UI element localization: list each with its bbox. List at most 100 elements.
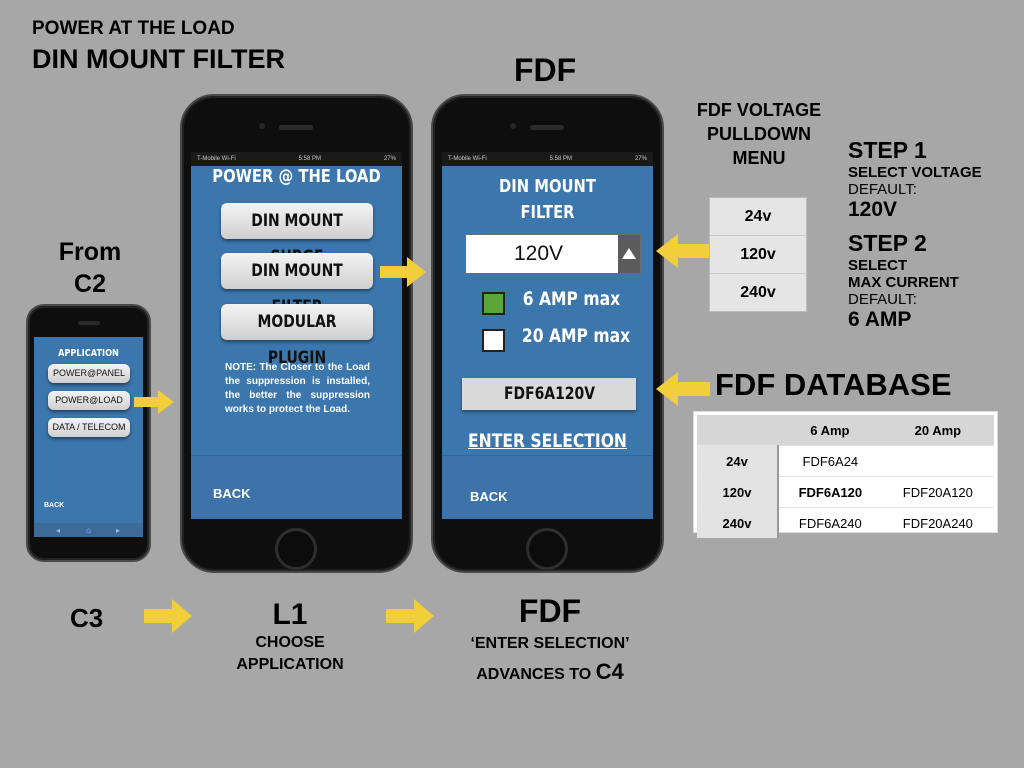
label-choose: CHOOSE: [255, 634, 325, 651]
table-row: 24v FDF6A24: [697, 445, 994, 477]
steps-panel: STEP 1 SELECT VOLTAGE DEFAULT: 120V STEP…: [848, 137, 1018, 332]
page-title-line2: FILTER: [520, 202, 575, 223]
table-cell: FDF6A24: [778, 445, 882, 477]
label-fdf: FDF: [518, 593, 582, 629]
speaker: [530, 125, 564, 130]
home-button[interactable]: [526, 528, 568, 570]
step2-desc-line1: SELECT: [848, 257, 908, 274]
status-time: 5:58 PM: [549, 156, 572, 162]
step2-desc-line2: MAX CURRENT: [848, 274, 959, 291]
label-advances-prefix: ADVANCES TO: [476, 666, 592, 683]
bottom-nav-bar: ◂ ⌂ ▸: [34, 523, 143, 537]
small-phone-screen: APPLICATION POWER@PANEL POWER@LOAD DATA …: [34, 337, 143, 523]
step1-heading: STEP 1: [848, 137, 927, 163]
page-title-line1: DIN MOUNT: [499, 176, 596, 197]
dropdown-arrow-icon[interactable]: [618, 235, 640, 273]
from-label-line2: C2: [74, 270, 106, 298]
arrow-right-icon: [134, 390, 174, 414]
label-advances-to: ADVANCES TO C4: [440, 658, 660, 689]
arrow-left-icon: [656, 372, 710, 406]
right-phone: T-Mobile Wi-Fi 5:58 PM 27% DIN MOUNT FIL…: [431, 94, 664, 573]
heading-din-mount-filter: DIN MOUNT FILTER: [32, 44, 285, 74]
battery-label: 27%: [634, 156, 647, 162]
carrier-label: T-Mobile Wi-Fi: [197, 156, 236, 162]
table-cell: FDF20A120: [881, 476, 994, 508]
arrow-right-icon: [144, 599, 192, 633]
checkbox-6-amp[interactable]: [482, 292, 505, 315]
pulldown-title-line2: PULLDOWN: [707, 124, 811, 144]
table-row-header: 24v: [697, 445, 779, 477]
modular-plugin-button[interactable]: MODULAR PLUGIN: [221, 304, 373, 368]
page-title: DIN MOUNT FILTER: [461, 174, 634, 226]
database-title: FDF DATABASE: [715, 367, 952, 402]
page-title: POWER @ THE LOAD: [212, 166, 381, 187]
home-button[interactable]: [275, 528, 317, 570]
battery-label: 27%: [383, 156, 396, 162]
step1-desc: SELECT VOLTAGE: [848, 164, 982, 181]
nav-icons: ◂ ⌂ ▸: [56, 526, 120, 535]
pulldown-option-120v[interactable]: 120v: [710, 235, 806, 273]
step1-default-value: 120V: [848, 198, 898, 221]
right-phone-screen: T-Mobile Wi-Fi 5:58 PM 27% DIN MOUNT FIL…: [442, 152, 653, 519]
camera-icon: [510, 123, 516, 129]
application-title: APPLICATION: [58, 348, 119, 359]
back-button[interactable]: BACK: [470, 489, 508, 504]
back-button[interactable]: BACK: [44, 502, 65, 509]
label-l1: L1: [272, 598, 308, 631]
enter-selection-link[interactable]: ENTER SELECTION: [468, 430, 627, 452]
small-phone: APPLICATION POWER@PANEL POWER@LOAD DATA …: [26, 304, 151, 562]
arrow-right-icon: [386, 599, 434, 633]
status-bar: T-Mobile Wi-Fi 5:58 PM 27%: [191, 152, 402, 166]
database-grid: 6 Amp 20 Amp 24v FDF6A24 120v FDF6A120 F…: [697, 415, 994, 538]
label-fdf-block: FDF ‘ENTER SELECTION’ ADVANCES TO C4: [440, 593, 660, 689]
back-button[interactable]: BACK: [213, 486, 251, 501]
table-header-cell: 20 Amp: [881, 415, 994, 446]
checkbox-6-amp-label: 6 AMP max: [522, 288, 621, 310]
nav-home-icon: ⌂: [86, 526, 91, 535]
power-load-button[interactable]: POWER@LOAD: [48, 391, 130, 410]
table-row-header: 120v: [697, 476, 779, 508]
power-panel-button[interactable]: POWER@PANEL: [48, 364, 130, 383]
camera-icon: [259, 123, 265, 129]
table-cell: [881, 445, 994, 477]
table-row: 240v FDF6A240 FDF20A240: [697, 507, 994, 538]
step2-default-label: DEFAULT:: [848, 291, 917, 308]
step2-heading: STEP 2: [848, 230, 927, 256]
checkbox-20-amp-label: 20 AMP max: [521, 325, 631, 347]
data-telecom-button[interactable]: DATA / TELECOM: [48, 418, 130, 437]
pulldown-option-24v[interactable]: 24v: [744, 208, 772, 225]
step1-default-label: DEFAULT:: [848, 181, 917, 198]
note-text: NOTE: The Closer to the Load the suppres…: [225, 362, 370, 415]
voltage-select[interactable]: 120V: [465, 234, 641, 274]
pulldown-title: FDF VOLTAGE PULLDOWN MENU: [668, 98, 850, 170]
table-cell: FDF20A240: [881, 507, 994, 538]
heading-fdf: FDF: [514, 52, 577, 88]
table-cell: FDF6A240: [778, 507, 882, 538]
table-cell-selected: FDF6A120: [778, 476, 882, 508]
label-application: APPLICATION: [236, 656, 344, 673]
from-label: From C2: [40, 236, 140, 300]
label-l1-block: L1 CHOOSE APPLICATION: [215, 598, 365, 676]
table-header-cell: [697, 415, 778, 446]
label-c3: C3: [70, 603, 104, 633]
pulldown-title-line1: FDF VOLTAGE: [696, 100, 822, 120]
database-table: 6 Amp 20 Amp 24v FDF6A24 120v FDF6A120 F…: [693, 411, 998, 538]
checkbox-20-amp[interactable]: [482, 329, 505, 352]
table-header-cell: 6 Amp: [778, 415, 882, 446]
din-mount-filter-button[interactable]: DIN MOUNT FILTER: [221, 253, 373, 317]
table-header-row: 6 Amp 20 Amp: [697, 415, 994, 446]
step2-default-value: 6 AMP: [848, 308, 912, 331]
heading-power-at-load: POWER AT THE LOAD: [32, 18, 235, 39]
footer-bar: [442, 455, 653, 519]
arrow-left-icon: [656, 234, 710, 268]
middle-phone: T-Mobile Wi-Fi 5:58 PM 27% POWER @ THE L…: [180, 94, 413, 573]
modular-plugin-label: MODULAR PLUGIN: [257, 312, 337, 368]
label-c4: C4: [595, 659, 624, 684]
table-row: 120v FDF6A120 FDF20A120: [697, 476, 994, 508]
part-code-value: FDF6A120V: [503, 384, 595, 404]
pulldown-option-240v[interactable]: 240v: [710, 273, 806, 311]
footer-bar: [191, 455, 402, 519]
status-bar: T-Mobile Wi-Fi 5:58 PM 27%: [442, 152, 653, 166]
din-mount-surge-button[interactable]: DIN MOUNT SURGE: [221, 203, 373, 267]
voltage-value: 120V: [514, 242, 564, 265]
